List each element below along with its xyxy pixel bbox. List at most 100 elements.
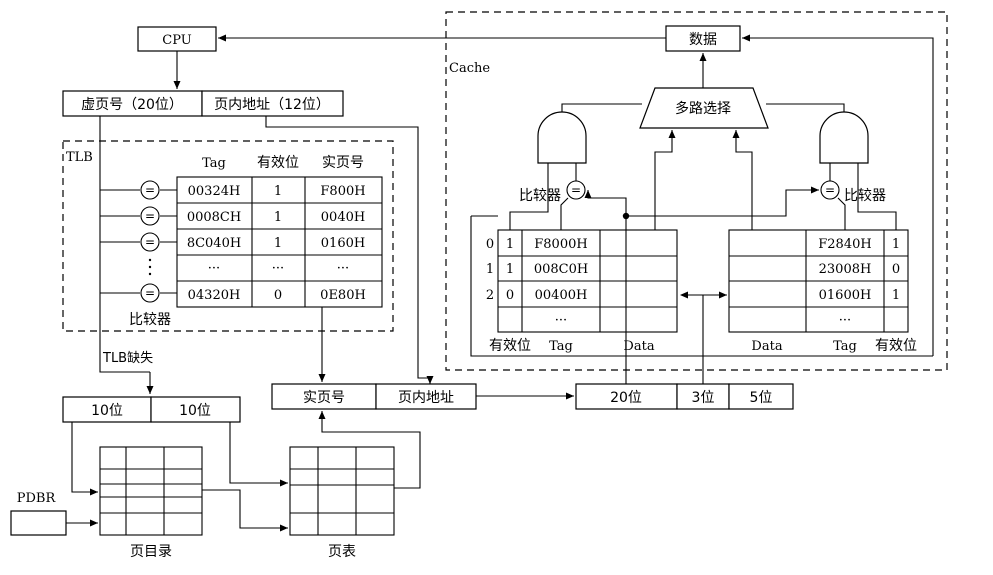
cache-right-comparator-label: 比较器 — [844, 188, 886, 204]
right-and-gate — [819, 111, 869, 164]
tlb-cell: 0040H — [321, 210, 365, 225]
table-to-ppn-arrow — [318, 411, 421, 489]
cache-left-cell: 1 — [506, 237, 514, 252]
cache-right-data-label: Data — [751, 339, 782, 354]
table-index-arrow — [229, 422, 288, 487]
tag-to-left-comparator — [584, 190, 627, 216]
cache-right-comparator-symbol: = — [825, 183, 835, 197]
right-tag-to-comparator — [837, 197, 846, 230]
mux-label: 多路选择 — [675, 100, 731, 117]
cache-right-valid-label: 有效位 — [875, 338, 917, 354]
cache-right-tag-label: Tag — [833, 339, 857, 354]
cache-left-comparator — [566, 180, 586, 200]
dir-entry-to-table-arrow — [202, 489, 288, 532]
pa-offset-label: 页内地址 — [398, 390, 454, 406]
cache-left-index: 0 — [486, 237, 494, 252]
pa-ppn-label: 实页号 — [303, 390, 345, 406]
left-and-gate — [537, 111, 587, 164]
tag-to-right-comparator — [626, 186, 819, 217]
tlb-comparator — [140, 206, 160, 226]
cache-right-cell: 1 — [892, 288, 900, 303]
left-data-to-mux — [654, 130, 676, 230]
tlb-cell: 1 — [274, 184, 282, 199]
right-gate-to-mux — [766, 103, 845, 112]
vpn-tag-bus — [99, 116, 150, 373]
tlb-cell: F800H — [320, 184, 365, 199]
tlb-cell: 0160H — [321, 236, 365, 251]
cache-left-data-label: Data — [623, 339, 654, 354]
cache-left-cell: 008C0H — [534, 262, 588, 277]
tlb-header-tag: Tag — [202, 156, 226, 171]
cache-right-cell: F2840H — [818, 237, 871, 252]
cpu-label: CPU — [162, 33, 191, 48]
pdbr-box — [10, 510, 67, 536]
page-table — [289, 446, 395, 536]
pa-ppn-box — [271, 383, 377, 410]
cache-left-comparator-symbol: = — [571, 183, 581, 197]
tlb-cell: ··· — [208, 261, 220, 276]
data-box-label: 数据 — [689, 32, 717, 48]
tlb-comparators — [100, 180, 177, 303]
tlb-cell: 1 — [274, 210, 282, 225]
tlb-table — [176, 176, 383, 308]
tlb-cell: 8C040H — [187, 236, 241, 251]
cache-right-cell: ··· — [839, 313, 851, 328]
split-label-1: 10位 — [91, 403, 123, 419]
tlb-cell: 00324H — [188, 184, 241, 199]
page-directory-label: 页目录 — [130, 544, 172, 560]
va-offset-box — [201, 90, 344, 117]
page-table-label: 页表 — [328, 544, 356, 560]
page-directory-table — [99, 446, 203, 536]
right-data-bus-arrow — [742, 34, 934, 356]
left-tag-to-comparator — [560, 197, 569, 230]
cache-right-comparator — [820, 180, 840, 200]
va-vpn-box — [62, 90, 203, 117]
split-box-2 — [150, 396, 241, 423]
va-vpn-label: 虚页号（20位） — [81, 97, 183, 113]
tlb-miss-label: TLB缺失 — [102, 351, 153, 366]
tlb-comparator-symbol: = — [145, 235, 155, 249]
tlb-comparator — [140, 180, 160, 200]
right-valid-to-gate — [857, 163, 897, 230]
cache-left-tag-label: Tag — [549, 339, 573, 354]
tlb-comparator — [140, 232, 160, 252]
split-label-2: 10位 — [179, 403, 211, 419]
pdbr-label: PDBR — [17, 491, 57, 506]
cache-right-table — [728, 229, 909, 333]
data-box — [665, 25, 741, 52]
cache-left-cell: 0 — [506, 288, 514, 303]
tlb-cell: 0008CH — [187, 210, 241, 225]
cache-left-cell: 00400H — [535, 288, 588, 303]
cache-right-cell: 23008H — [819, 262, 872, 277]
cache-left-index: 2 — [486, 288, 494, 303]
va-offset-label: 页内地址（12位） — [214, 97, 330, 113]
cache-left-comparator-label: 比较器 — [519, 188, 561, 204]
dir-index-arrow — [71, 422, 98, 496]
cache-right-cell: 0 — [892, 262, 900, 277]
cache-bottom-bus — [470, 216, 933, 357]
cache-addr-index-box — [676, 383, 730, 410]
mux-shape — [639, 87, 769, 129]
left-gate-to-mux — [561, 103, 642, 112]
cache-left-table — [497, 229, 678, 333]
left-valid-to-gate — [509, 163, 549, 230]
tlb-comparator-symbol: = — [145, 209, 155, 223]
cache-addr-tag-label: 20位 — [610, 390, 642, 406]
cache-left-cell: ··· — [555, 313, 567, 328]
tlb-comparator-symbol: = — [145, 183, 155, 197]
tlb-comparator-symbol: = — [145, 286, 155, 300]
cache-addr-offset-box — [728, 383, 794, 410]
pa-offset-box — [375, 383, 477, 410]
cache-addr-tag-box — [575, 383, 678, 410]
cache-addr-index-label: 3位 — [692, 390, 715, 406]
tlb-cell: ··· — [337, 261, 349, 276]
cache-left-index: 1 — [486, 262, 494, 277]
tlb-cell: 1 — [274, 236, 282, 251]
cache-right-cell: 1 — [892, 237, 900, 252]
cache-left-cell: F8000H — [534, 237, 587, 252]
cache-right-cell: 01600H — [819, 288, 872, 303]
tlb-cell: ··· — [272, 261, 284, 276]
tlb-cell: 04320H — [188, 288, 241, 303]
cache-left-cell: 1 — [506, 262, 514, 277]
